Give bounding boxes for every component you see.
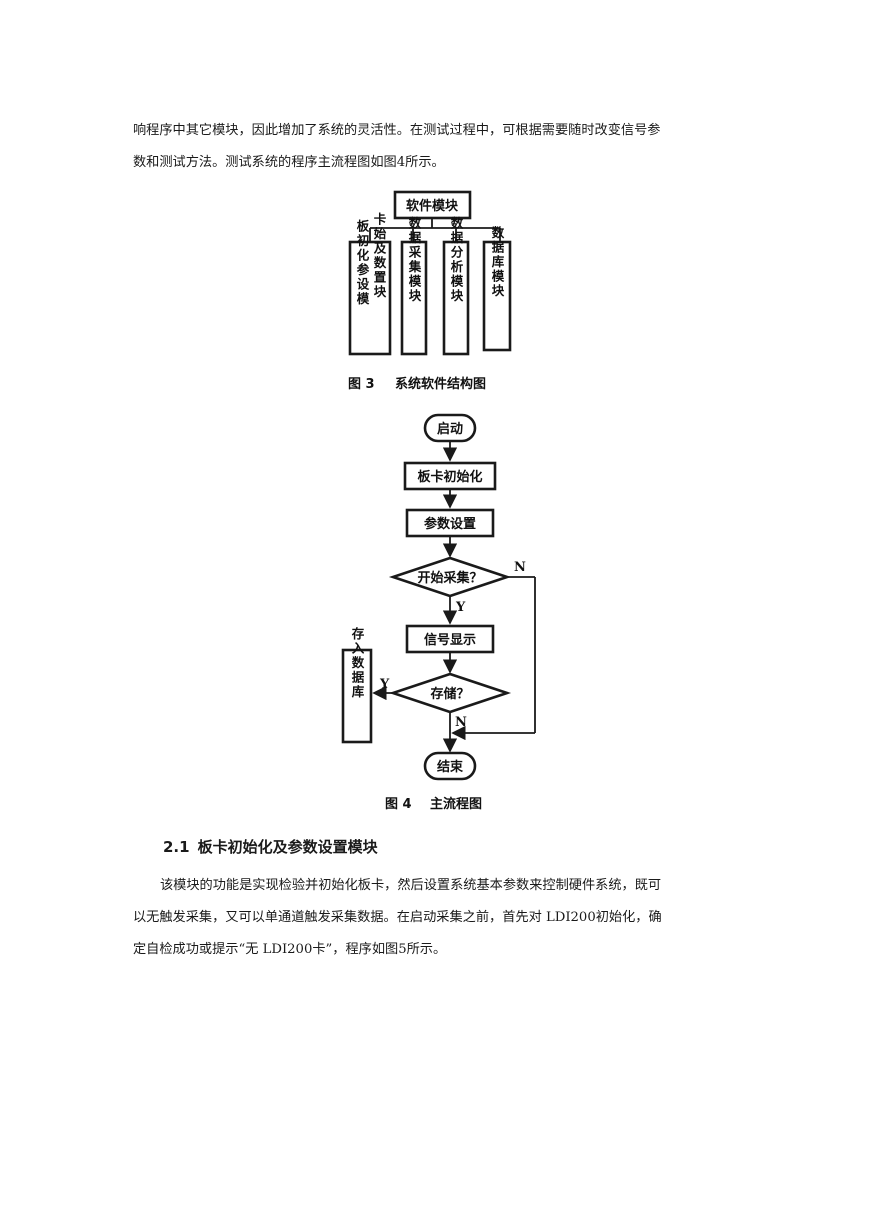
module-3-label: 数据分析模块: [449, 216, 464, 304]
section-title: 板卡初始化及参数设置模块: [197, 838, 378, 856]
section-heading: 2.1 板卡初始化及参数设置模块: [163, 836, 378, 857]
module-2-label: 数据采集模块: [407, 216, 422, 304]
figure-4-number: 图 4: [385, 797, 412, 812]
root-box: [393, 190, 472, 220]
module-box-1: [348, 240, 392, 356]
display-label: 信号显示: [424, 632, 476, 648]
figure-3-number: 图 3: [348, 377, 375, 392]
section-number: 2.1: [163, 838, 190, 856]
no-label: N: [455, 715, 467, 730]
paragraph-line: 该模块的功能是实现检验并初始化板卡，然后设置系统基本参数来控制硬件系统，既可: [160, 878, 662, 893]
start-label: 启动: [437, 421, 463, 437]
decision-start-label: 开始采集？: [417, 570, 482, 586]
figure-3-caption: 系统软件结构图: [395, 376, 486, 392]
store-box: [341, 648, 373, 744]
module-1-col2: 卡始及数置块: [372, 212, 387, 300]
init-label: 板卡初始化: [417, 469, 482, 485]
decision-store-label: 存储？: [430, 686, 469, 702]
module-box-4: [482, 240, 512, 352]
param-label: 参数设置: [424, 516, 476, 532]
no-label: N: [514, 560, 526, 575]
paragraph-line: 定自检成功或提示“无 LDI200卡”，程序如图5所示。: [133, 942, 447, 957]
figure-4-caption: 主流程图: [430, 796, 482, 812]
end-label: 结束: [437, 759, 464, 775]
module-box-2: [400, 240, 428, 356]
yes-label: Y: [379, 677, 390, 692]
root-label: 软件模块: [406, 198, 459, 214]
figure-3-structure-chart: 软件模块 板初化参设模 卡始及数置块 数据采集模块 数据分析模块 数据库模块 图…: [348, 190, 512, 392]
yes-label: Y: [455, 600, 466, 615]
module-1-col1: 板初化参设模: [355, 219, 370, 307]
module-4-label: 数据库模块: [490, 225, 505, 299]
paragraph-line: 以无触发采集，又可以单通道触发采集数据。在启动采集之前，首先对 LDI200初始…: [133, 910, 662, 925]
end-terminal: [423, 751, 477, 781]
paragraph-intro: 响程序中其它模块，因此增加了系统的灵活性。在测试过程中，可根据需要随时改变信号参…: [133, 115, 743, 179]
paragraph-module: 该模块的功能是实现检验并初始化板卡，然后设置系统基本参数来控制硬件系统，既可 以…: [133, 870, 743, 966]
paragraph-line: 响程序中其它模块，因此增加了系统的灵活性。在测试过程中，可根据需要随时改变信号参: [133, 123, 661, 138]
paragraph-line: 数和测试方法。测试系统的程序主流程图如图4所示。: [133, 155, 445, 170]
store-label: 存入数据库: [350, 626, 365, 700]
module-box-3: [442, 240, 470, 356]
figure-4-flowchart: 启动 板卡初始化 参数设置 开始采集？ N Y 信号显示 存储？ Y 存入数据库…: [341, 413, 536, 812]
